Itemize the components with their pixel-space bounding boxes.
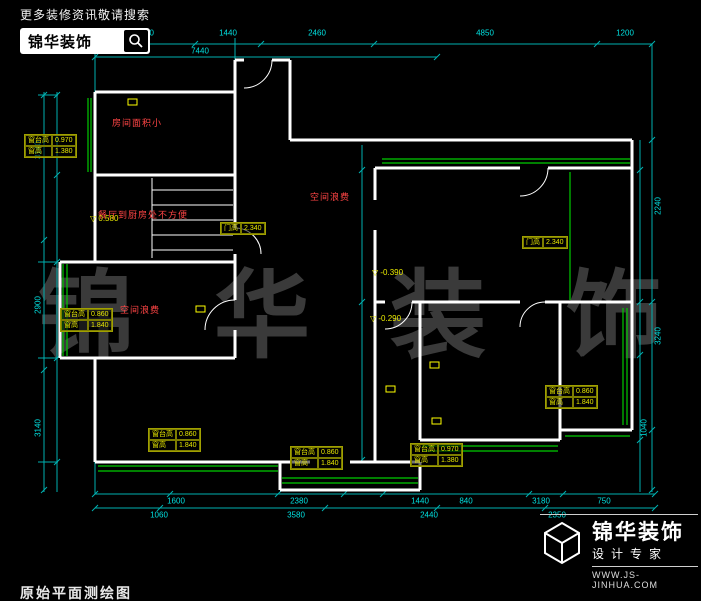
footer-brand: 锦华装饰 — [592, 521, 684, 544]
header: 更多装修资讯敬请搜索 锦华装饰 — [20, 6, 150, 54]
brand-search-box: 锦华装饰 — [20, 28, 150, 54]
dimension-ticks — [40, 40, 659, 512]
footer-url: WWW.JS-JINHUA.COM — [592, 566, 698, 590]
window-lines — [62, 98, 630, 484]
cube-logo-icon — [540, 521, 584, 590]
search-icon — [124, 30, 148, 52]
fixture-symbols — [127, 98, 442, 425]
door-arcs — [204, 59, 549, 331]
stair-lines — [151, 178, 233, 258]
footer-logo-block: 锦华装饰 设计专家 WWW.JS-JINHUA.COM — [540, 514, 698, 590]
watermark-text: 锦 华 装 饰 — [38, 263, 690, 370]
wall-lines — [58, 58, 634, 492]
footer-tagline: 设计专家 — [592, 547, 669, 561]
header-tagline: 更多装修资讯敬请搜索 — [20, 8, 151, 22]
brand-name: 锦华装饰 — [28, 33, 93, 51]
footer-logo-texts: 锦华装饰 设计专家 WWW.JS-JINHUA.COM — [592, 521, 698, 590]
drawing-title: 原始平面测绘图 — [20, 583, 132, 601]
dimension-lines — [38, 38, 659, 512]
